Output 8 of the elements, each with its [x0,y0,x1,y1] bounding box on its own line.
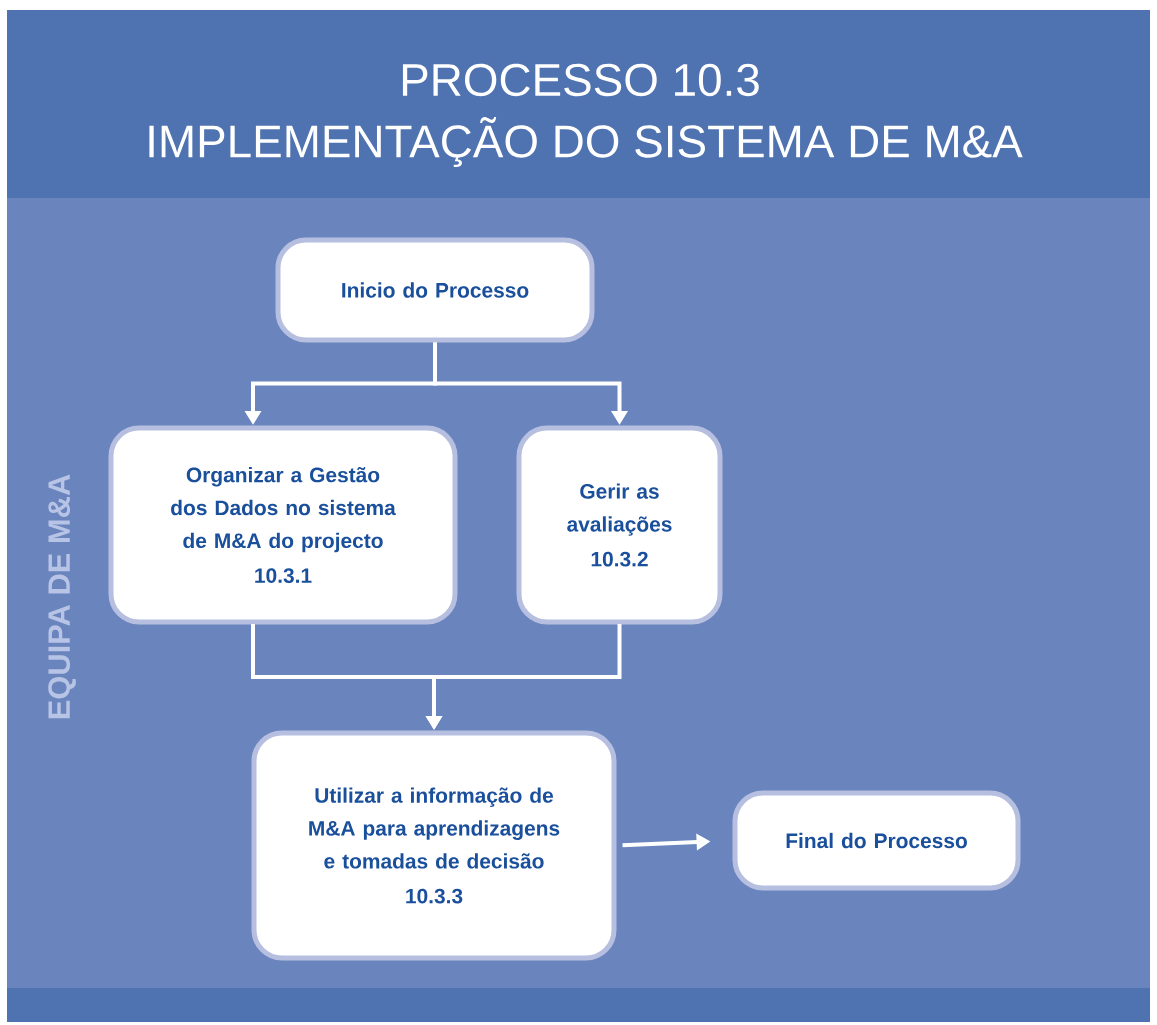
process-box: Organizar a Gestão dos Dados no sistema de M&A do projecto 10.3.1 [108,425,458,625]
process-box: Final do Processo [732,790,1021,891]
process-box: Inicio do Processo [275,237,595,343]
process-box: Gerir as avaliações 10.3.2 [516,425,723,625]
lane-label: EQUIPA DE M&A [48,474,76,719]
title: IMPLEMENTAÇÃO DO SISTEMA DE M&A [149,117,1023,167]
process-box: Utilizar a informação de M&A para aprendizagens e tomadas de decisão 10.3.3 [251,730,617,961]
title: PROCESSO 10.3 [402,63,759,97]
